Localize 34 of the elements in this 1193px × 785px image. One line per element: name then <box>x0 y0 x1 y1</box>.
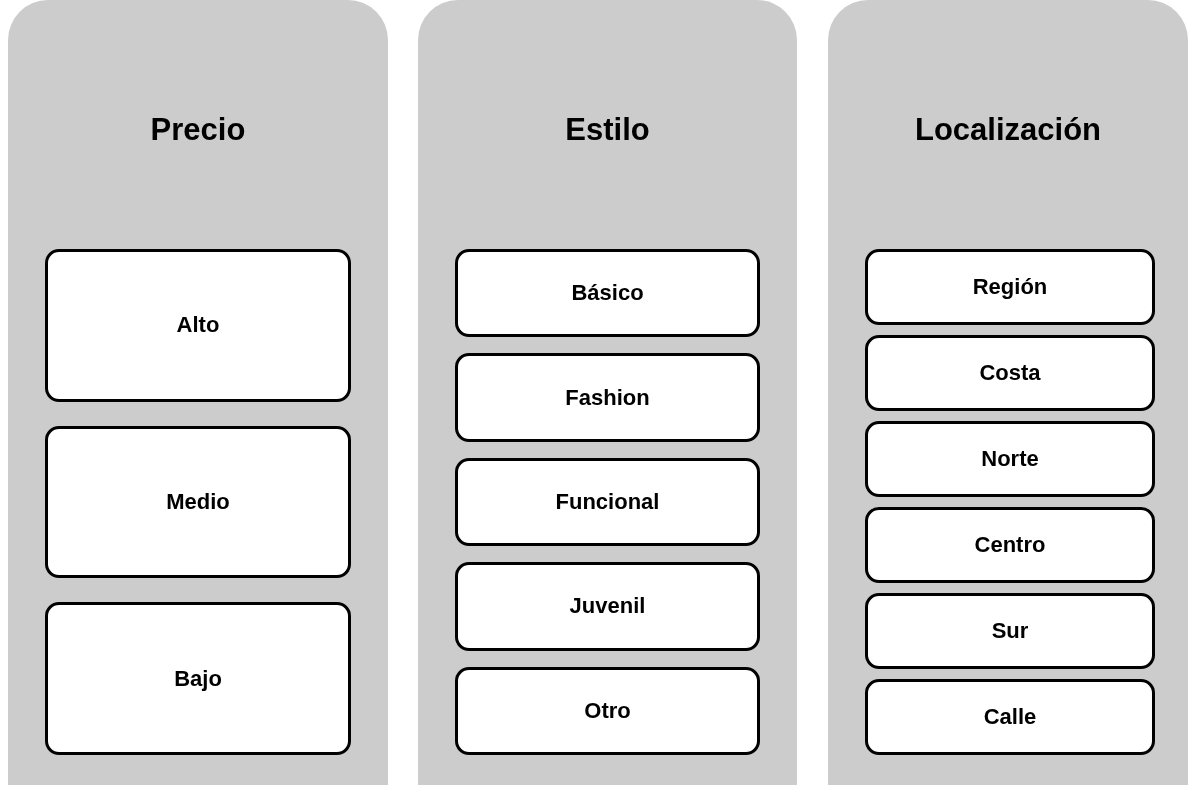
option-label: Otro <box>584 697 631 724</box>
option-box <box>45 602 351 755</box>
category-panel <box>8 0 388 785</box>
option-label: Calle <box>983 704 1037 730</box>
option-label: Básico <box>571 280 644 307</box>
option-label: Medio <box>166 489 230 515</box>
option-label: Alto <box>176 312 220 339</box>
option-label: Centro <box>974 532 1046 558</box>
option-label: Región <box>972 274 1048 300</box>
option-box <box>45 425 351 579</box>
option-label: Funcional <box>555 489 660 515</box>
panel-title: Localización <box>913 112 1102 148</box>
option-label: Sur <box>991 618 1029 644</box>
option-box <box>865 507 1155 583</box>
option-box <box>865 421 1155 497</box>
option-box <box>45 249 351 402</box>
option-box <box>865 335 1155 411</box>
category-panel <box>418 0 797 785</box>
panel-title: Estilo <box>564 112 651 148</box>
option-box <box>455 249 760 338</box>
option-box <box>455 666 760 755</box>
option-box <box>865 679 1155 755</box>
category-panel <box>828 0 1188 785</box>
option-label: Juvenil <box>569 593 646 620</box>
option-box <box>455 562 760 651</box>
option-label: Fashion <box>565 384 650 411</box>
panel-title: Precio <box>149 112 247 148</box>
option-label: Bajo <box>174 665 222 692</box>
option-label: Costa <box>979 360 1041 386</box>
option-box <box>865 249 1155 325</box>
option-box <box>455 457 760 547</box>
option-box <box>865 593 1155 669</box>
option-label: Norte <box>981 446 1039 472</box>
option-box <box>455 353 760 442</box>
